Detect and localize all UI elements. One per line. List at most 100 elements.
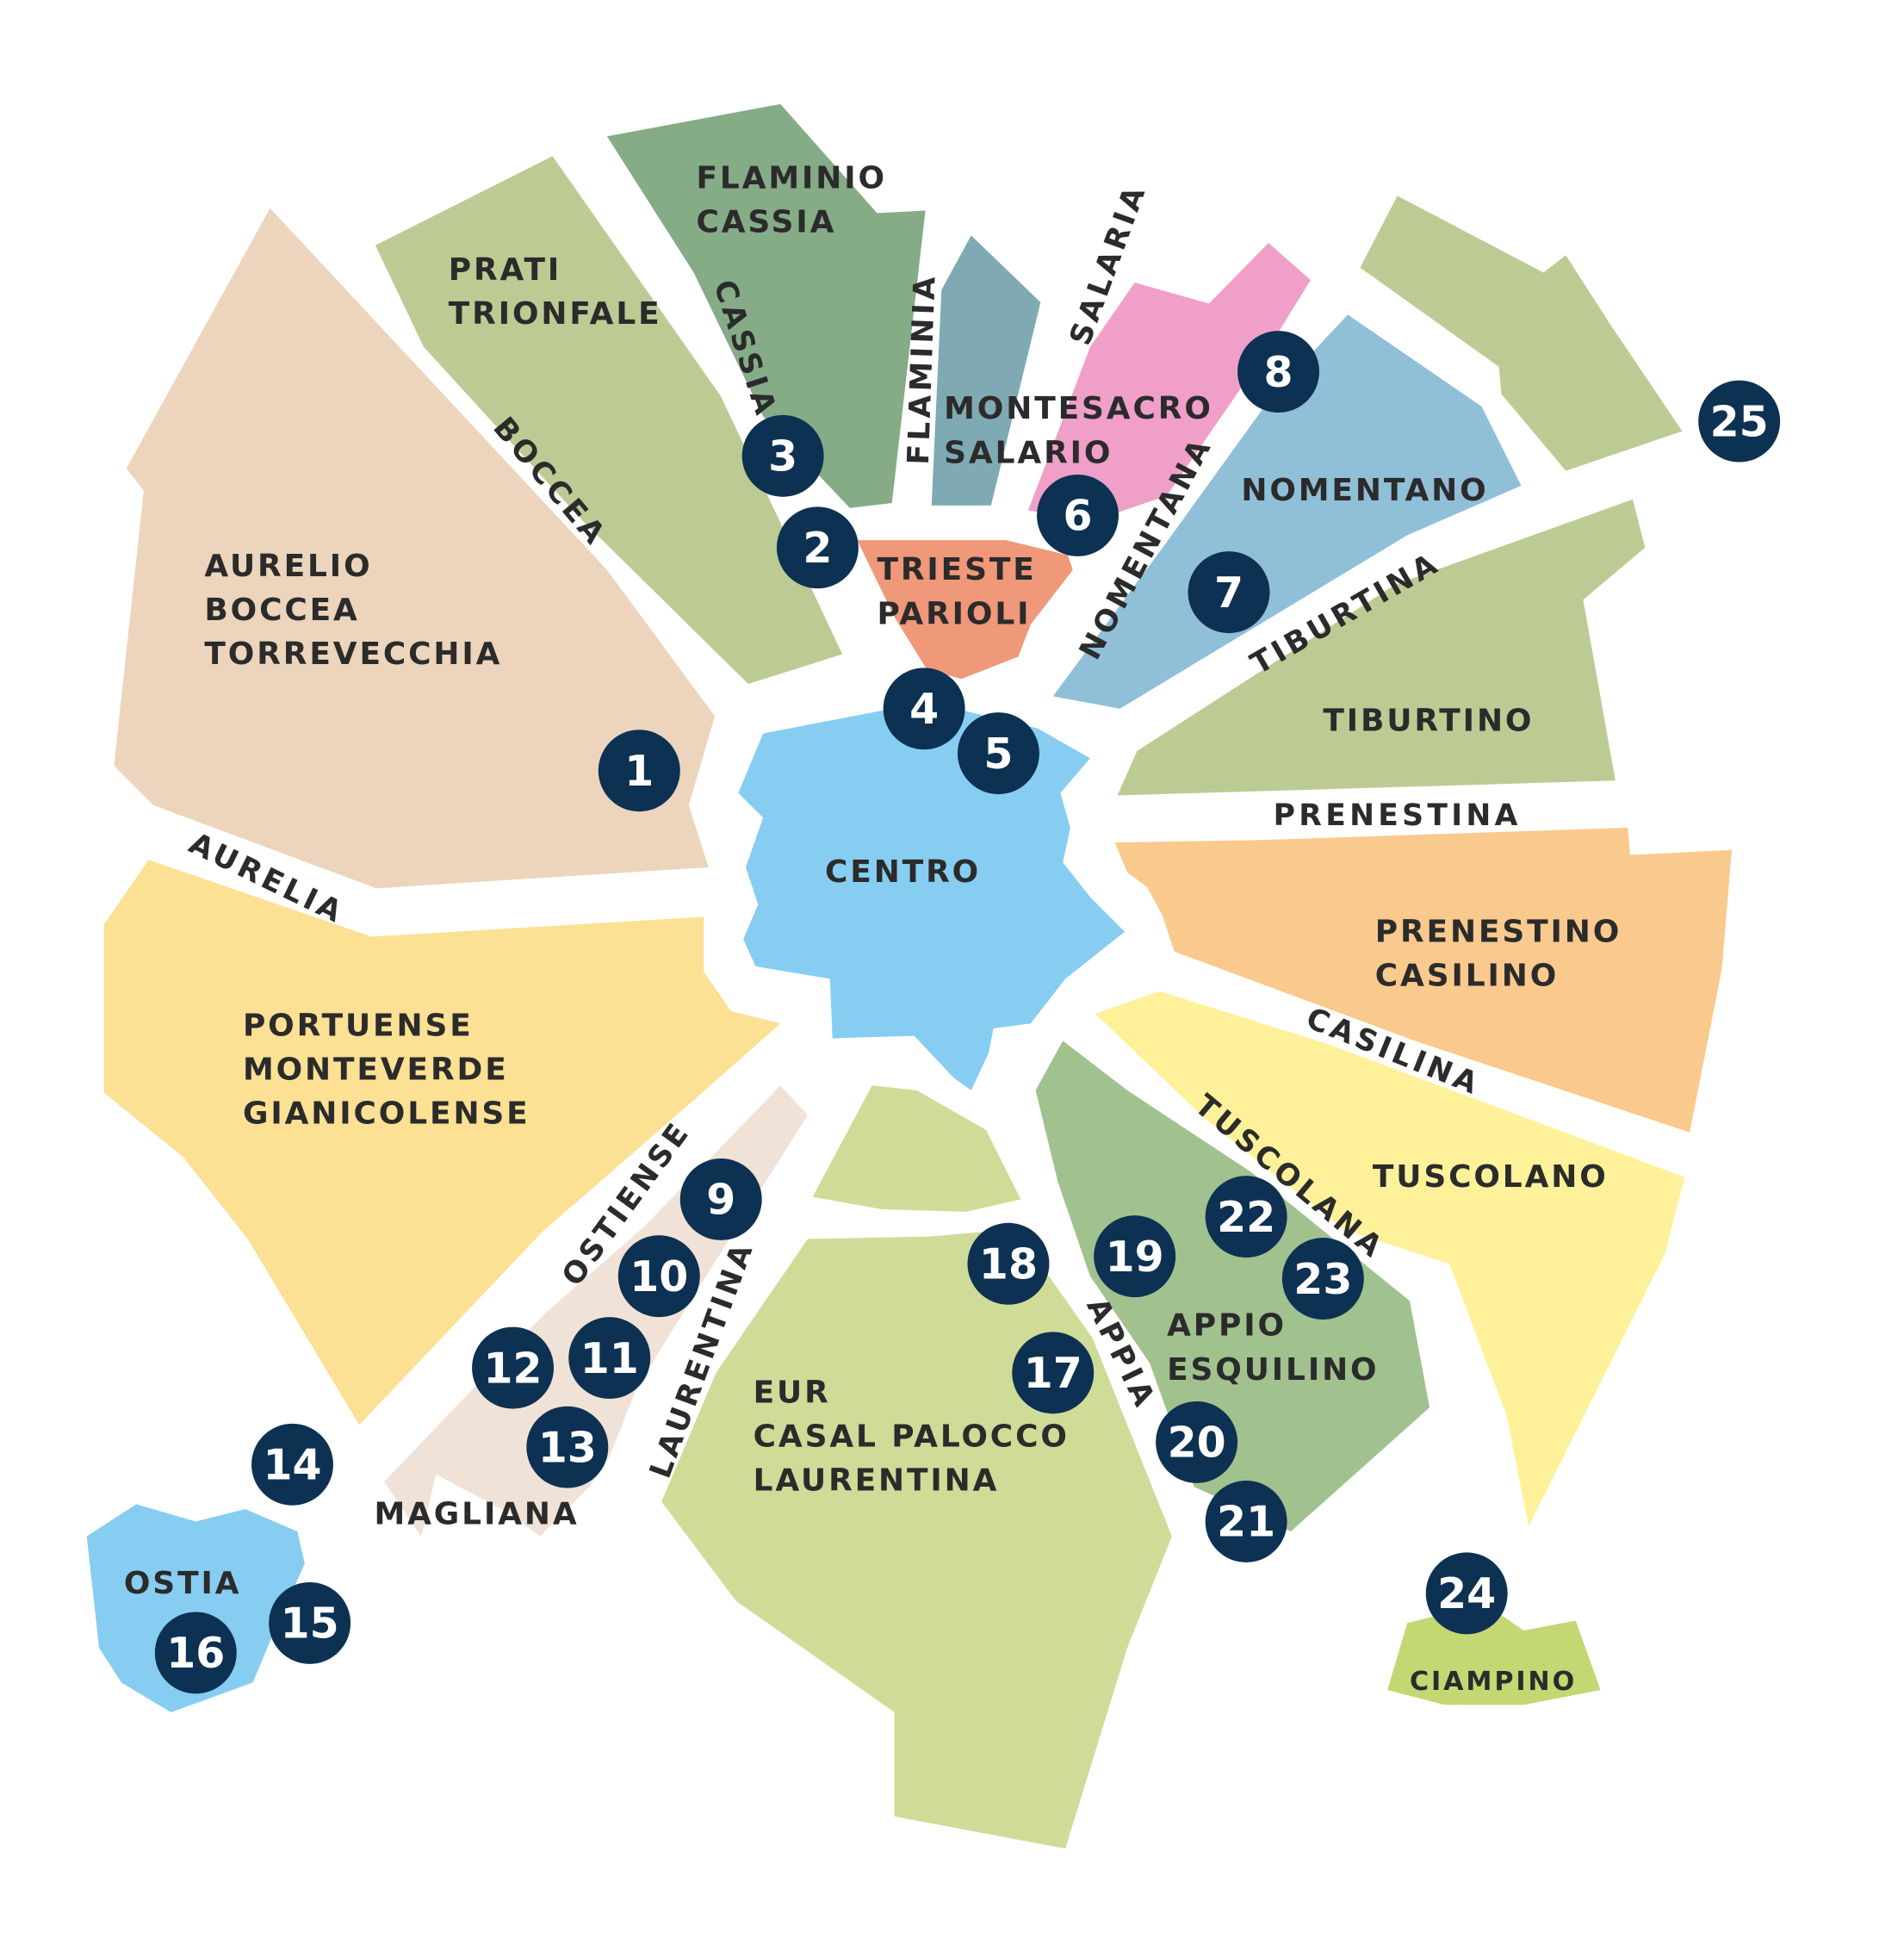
svg-text:5: 5 <box>983 730 1013 779</box>
zone-label-tiburtino: TIBURTINO <box>1323 704 1534 739</box>
zone-label-centro: CENTRO <box>825 854 981 890</box>
zone-label-line: CENTRO <box>825 854 981 890</box>
zone-label-line: TUSCOLANO <box>1373 1159 1609 1195</box>
zone-label-eur: EUR CASAL PALOCCO LAURENTINA <box>754 1375 1070 1498</box>
zone-label-line: GIANICOLENSE <box>243 1096 530 1132</box>
zone-northeast[interactable] <box>1360 196 1683 471</box>
zone-label-line: PRATI <box>449 252 561 288</box>
zone-marker[interactable]: 8 <box>1237 331 1320 413</box>
svg-text:16: 16 <box>166 1629 225 1678</box>
zone-marker[interactable]: 24 <box>1425 1552 1508 1635</box>
zone-marker[interactable]: 7 <box>1188 551 1270 634</box>
zone-label-line: PRENESTINO <box>1375 914 1622 949</box>
zone-label-prati: PRATI TRIONFALE <box>449 252 662 332</box>
zone-marker[interactable]: 10 <box>617 1235 700 1318</box>
zone-label-line: TORREVECCHIA <box>204 637 502 672</box>
zone-marker[interactable]: 5 <box>957 712 1039 795</box>
zone-marker[interactable]: 19 <box>1094 1215 1176 1298</box>
zone-label-line: CASSIA <box>696 205 836 240</box>
zone-marker[interactable]: 21 <box>1205 1481 1287 1562</box>
zone-label-ostia: OSTIA <box>124 1566 242 1601</box>
zone-marker[interactable]: 23 <box>1281 1238 1364 1320</box>
zone-marker[interactable]: 15 <box>269 1581 351 1664</box>
zone-flaminio[interactable] <box>606 103 926 508</box>
zone-prati[interactable] <box>375 156 843 685</box>
zone-montesacro[interactable] <box>931 235 1041 506</box>
zone-marker[interactable]: 6 <box>1037 474 1119 556</box>
svg-text:24: 24 <box>1437 1569 1496 1618</box>
zone-portuense[interactable] <box>103 860 781 1425</box>
svg-text:15: 15 <box>281 1599 339 1649</box>
zone-prenestino[interactable] <box>1114 827 1733 1133</box>
zone-aurelio[interactable] <box>114 208 716 889</box>
svg-text:2: 2 <box>803 524 832 573</box>
zone-nomentano[interactable] <box>1052 314 1522 709</box>
zone-label-line: LAURENTINA <box>754 1463 1000 1499</box>
zone-label-line: OSTIA <box>124 1566 242 1601</box>
zone-marker[interactable]: 25 <box>1698 380 1781 463</box>
svg-text:22: 22 <box>1217 1193 1275 1242</box>
zone-label-prenestino: PRENESTINO CASILINO <box>1375 914 1622 993</box>
zone-label-line: EUR <box>754 1375 831 1410</box>
svg-text:19: 19 <box>1106 1233 1164 1282</box>
zone-marker[interactable]: 1 <box>598 730 680 812</box>
zone-montesacro-east[interactable] <box>1027 242 1311 521</box>
svg-text:18: 18 <box>979 1240 1038 1289</box>
zone-ostia[interactable] <box>86 1504 305 1713</box>
zone-label-line: TIBURTINO <box>1323 704 1534 739</box>
zone-label-line: APPIO <box>1167 1308 1287 1344</box>
zone-centro[interactable] <box>738 708 1126 1090</box>
road-label-flaminia: FLAMINIA <box>902 272 943 465</box>
zone-label-magliana: MAGLIANA <box>374 1496 579 1531</box>
zone-marker[interactable]: 12 <box>472 1326 555 1409</box>
svg-text:8: 8 <box>1264 348 1293 397</box>
road-label-prenestina: PRENESTINA <box>1274 798 1522 833</box>
zone-tiburtino[interactable] <box>1117 499 1646 796</box>
svg-text:17: 17 <box>1024 1349 1082 1398</box>
zone-label-line: PORTUENSE <box>243 1009 474 1044</box>
zone-marker[interactable]: 4 <box>883 668 965 750</box>
zone-label-line: CASILINO <box>1375 958 1559 993</box>
zone-south-small[interactable] <box>812 1085 1021 1212</box>
zone-marker[interactable]: 22 <box>1205 1176 1287 1258</box>
zone-marker[interactable]: 2 <box>776 506 859 589</box>
zone-label-line: TRIONFALE <box>449 296 662 332</box>
svg-text:11: 11 <box>580 1334 639 1383</box>
zone-marker[interactable]: 13 <box>526 1406 609 1488</box>
zone-ciampino[interactable] <box>1387 1603 1601 1705</box>
zone-marker[interactable]: 16 <box>154 1612 237 1694</box>
svg-text:14: 14 <box>263 1441 321 1490</box>
svg-text:3: 3 <box>768 432 797 481</box>
zone-trieste[interactable] <box>857 540 1073 680</box>
zone-marker[interactable]: 18 <box>967 1222 1050 1305</box>
zone-label-line: MAGLIANA <box>374 1496 579 1531</box>
svg-text:25: 25 <box>1710 397 1769 446</box>
zone-marker[interactable]: 3 <box>741 414 824 497</box>
svg-text:6: 6 <box>1063 492 1092 541</box>
zone-label-line: BOCCEA <box>204 593 359 628</box>
zone-marker[interactable]: 9 <box>679 1158 762 1240</box>
zone-label-aurelio: AURELIO BOCCEA TORREVECCHIA <box>204 549 502 672</box>
zone-marker[interactable]: 20 <box>1156 1401 1238 1483</box>
zone-label-line: CASAL PALOCCO <box>754 1419 1070 1454</box>
zone-label-tuscolano: TUSCOLANO <box>1373 1159 1609 1195</box>
zone-marker[interactable]: 14 <box>251 1423 333 1506</box>
zone-tuscolano[interactable] <box>1095 991 1685 1527</box>
zone-marker[interactable]: 11 <box>568 1317 651 1400</box>
zone-appio[interactable] <box>1035 1040 1430 1531</box>
svg-text:1: 1 <box>624 747 654 796</box>
svg-text:4: 4 <box>909 685 939 734</box>
zone-label-line: NOMENTANO <box>1241 473 1488 508</box>
svg-text:10: 10 <box>629 1252 688 1301</box>
zone-label-line: PARIOLI <box>877 596 1031 631</box>
svg-text:12: 12 <box>484 1344 543 1393</box>
zone-marker[interactable]: 17 <box>1012 1332 1095 1414</box>
zone-label-line: AURELIO <box>204 549 372 584</box>
zone-label-line: SALARIO <box>944 435 1113 470</box>
zone-label-line: CIAMPINO <box>1410 1667 1577 1697</box>
svg-text:23: 23 <box>1293 1255 1352 1304</box>
